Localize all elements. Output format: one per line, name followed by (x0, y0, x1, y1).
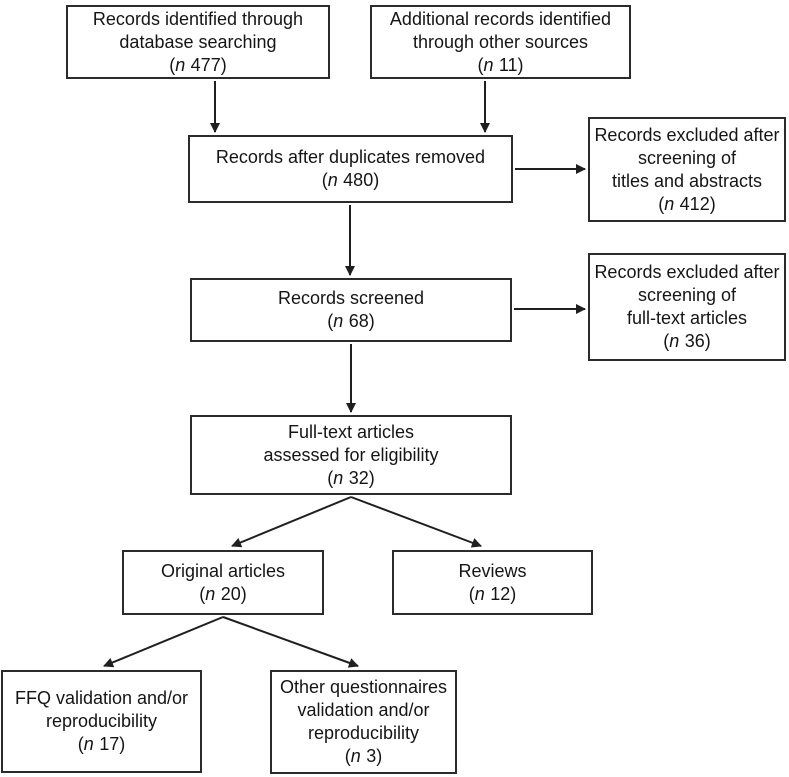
n-symbol: n (474, 583, 485, 604)
paren-close: ) (240, 583, 247, 604)
n-symbol: n (664, 193, 675, 214)
paren-open: ( (199, 583, 206, 604)
n-value: 32 (348, 467, 369, 488)
paren-open: ( (321, 170, 328, 190)
n-value: 3 (366, 746, 377, 766)
box-label: Original articles (160, 560, 286, 581)
paren-close: ) (376, 746, 383, 766)
n-symbol: n (83, 734, 94, 754)
box-records-excluded-fulltext: Records excluded after screening of full… (588, 253, 786, 361)
n-value: 12 (490, 583, 511, 604)
box-label: FFQ validation and/or reproducibility (14, 688, 189, 731)
box-label: Records excluded after screening of full… (594, 262, 780, 328)
paren-close: ) (119, 734, 126, 754)
n-symbol: n (483, 54, 494, 75)
box-label: Additional records identified through ot… (389, 8, 612, 52)
paren-open: ( (477, 54, 484, 75)
paren-close: ) (709, 193, 716, 214)
box-additional-records-other-sources: Additional records identified through ot… (370, 5, 631, 79)
box-ffq-validation: FFQ validation and/or reproducibility (n… (1, 670, 202, 773)
paren-close: ) (368, 467, 375, 488)
paren-open: ( (658, 193, 665, 214)
arrow-original-to-ffq (103, 616, 224, 668)
paren-open: ( (169, 54, 176, 75)
paren-open: ( (327, 467, 334, 488)
paren-open: ( (663, 331, 670, 351)
box-label: Reviews (458, 560, 527, 581)
paren-open: ( (77, 734, 84, 754)
n-value: 36 (684, 331, 705, 351)
n-value: 17 (99, 734, 120, 754)
box-label: Records excluded after screening of titl… (594, 124, 780, 191)
paren-open: ( (344, 746, 351, 766)
paren-close: ) (220, 54, 227, 75)
box-label: Full-text articles assessed for eligibil… (263, 421, 439, 465)
n-value: 412 (679, 193, 710, 214)
box-other-questionnaires-validation: Other questionnaires validation and/or r… (270, 670, 457, 774)
paren-close: ) (510, 583, 517, 604)
box-label: Records after duplicates removed (215, 147, 486, 167)
arrow-fulltext-to-reviews (350, 496, 482, 548)
n-value: 480 (343, 170, 374, 190)
box-records-excluded-titles-abstracts: Records excluded after screening of titl… (588, 117, 786, 222)
n-symbol: n (669, 331, 680, 351)
n-symbol: n (205, 583, 216, 604)
paren-open: ( (468, 583, 475, 604)
n-symbol: n (333, 311, 344, 331)
n-value: 68 (348, 311, 369, 331)
paren-close: ) (373, 170, 380, 190)
n-value: 477 (190, 54, 221, 75)
n-symbol: n (350, 746, 361, 766)
n-value: 20 (220, 583, 241, 604)
box-label: Other questionnaires validation and/or r… (279, 677, 448, 743)
paren-close: ) (368, 311, 375, 331)
n-symbol: n (175, 54, 186, 75)
paren-close: ) (517, 54, 524, 75)
arrow-fulltext-to-original (231, 496, 352, 548)
n-symbol: n (327, 170, 338, 190)
paren-open: ( (327, 311, 334, 331)
box-label: Records screened (277, 288, 425, 308)
box-fulltext-articles-assessed: Full-text articles assessed for eligibil… (190, 415, 512, 495)
arrow-original-to-otherq (222, 616, 359, 668)
box-label: Records identified through database sear… (92, 8, 304, 52)
box-records-identified-database: Records identified through database sear… (66, 5, 330, 79)
n-symbol: n (333, 467, 344, 488)
paren-close: ) (704, 331, 711, 351)
n-value: 11 (498, 54, 518, 75)
